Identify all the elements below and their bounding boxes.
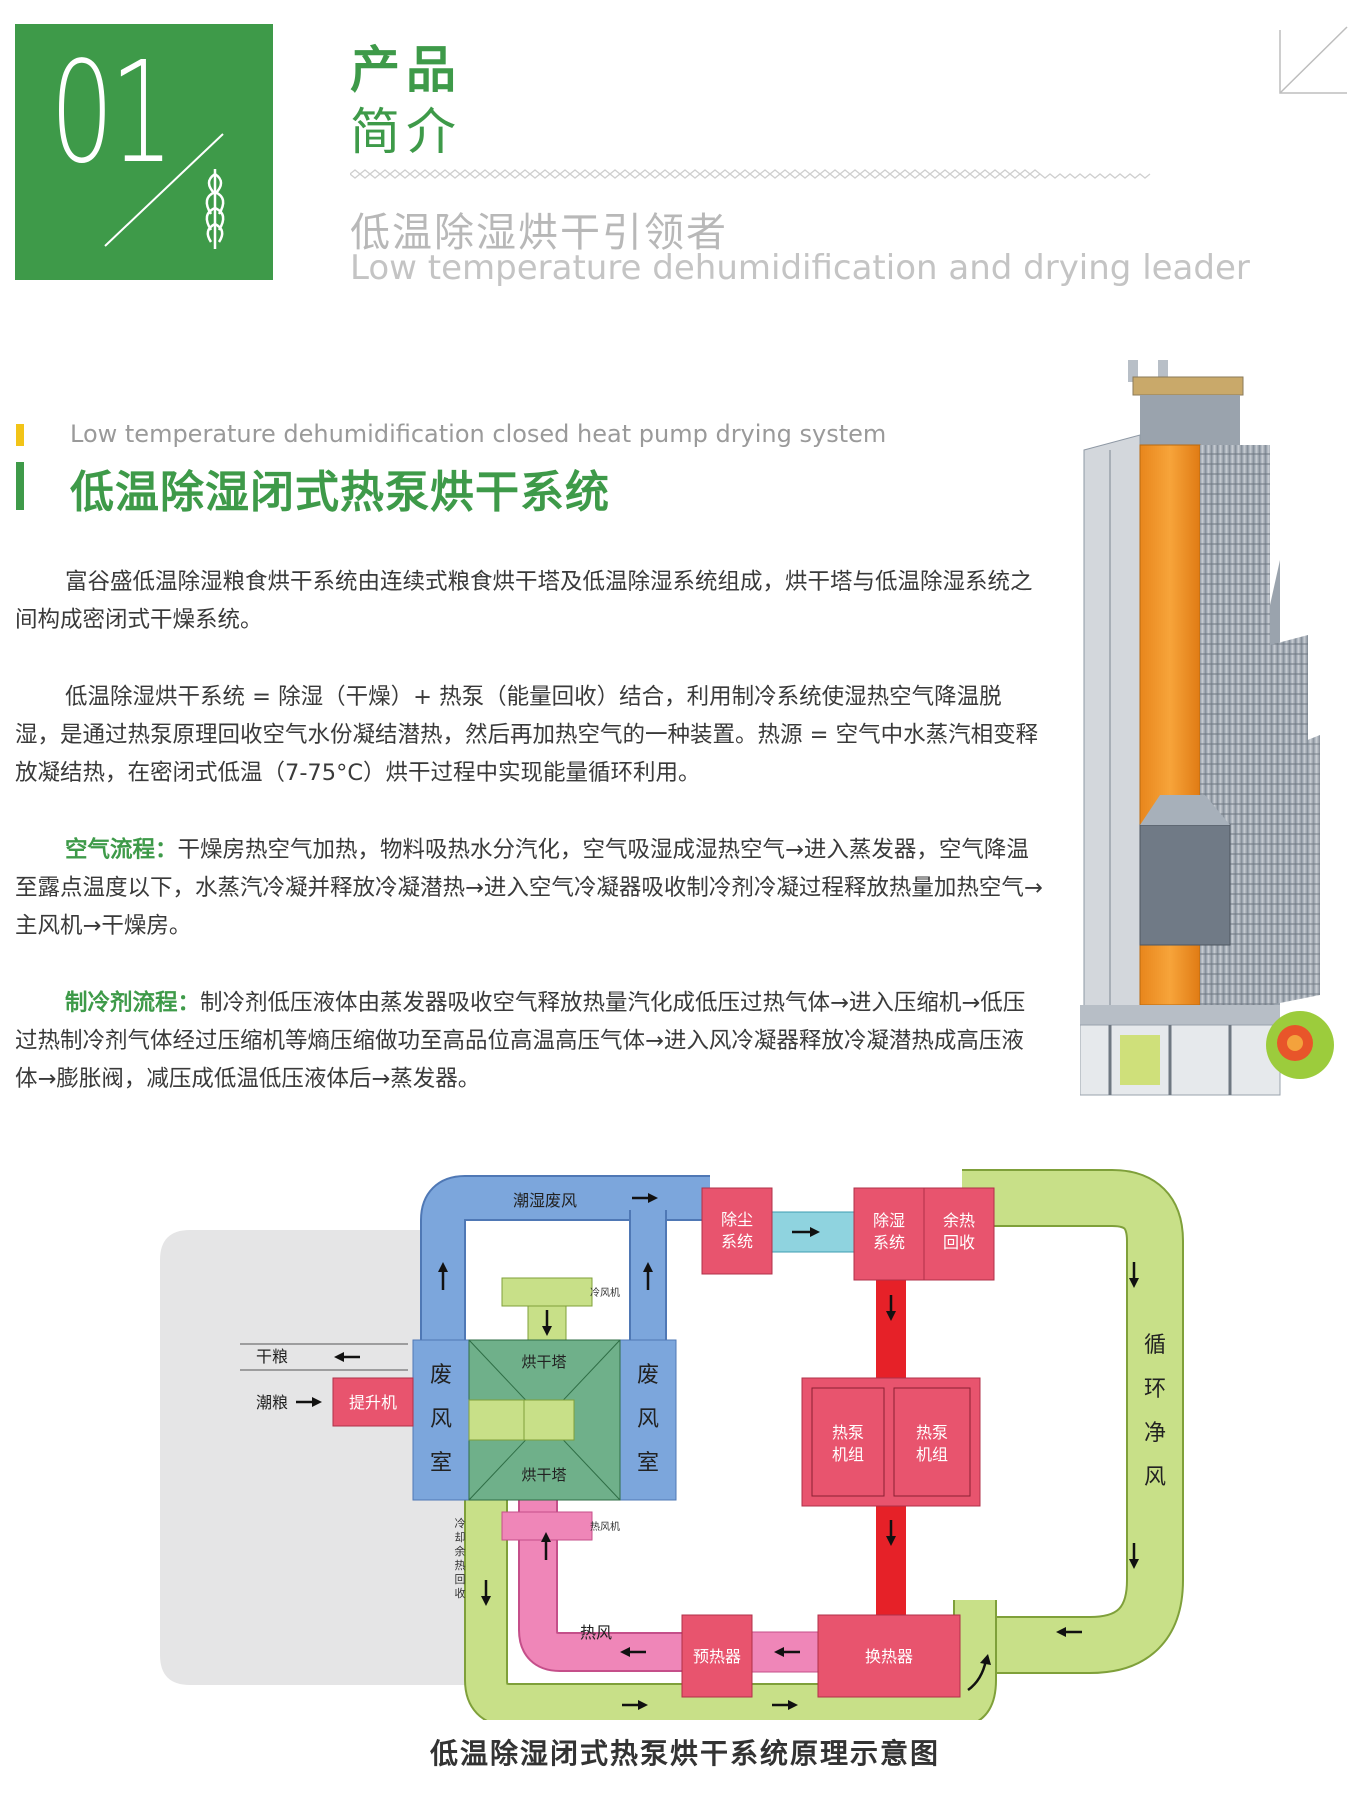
svg-text:室: 室 bbox=[430, 1451, 452, 1476]
cold-fan bbox=[501, 1277, 593, 1307]
svg-text:除尘: 除尘 bbox=[721, 1210, 753, 1229]
svg-text:热: 热 bbox=[455, 1559, 466, 1572]
dry-grain-label: 干粮 bbox=[256, 1347, 288, 1366]
principle-text: 低温除湿烘干系统 = 除湿（干燥）+ 热泵（能量回收）结合，利用制冷系统使湿热空… bbox=[15, 684, 1039, 786]
wet-grain-label: 潮粮 bbox=[256, 1393, 288, 1412]
recirculation-duct bbox=[960, 1171, 1182, 1672]
heat-pump-unit-a bbox=[811, 1387, 885, 1497]
hot-air-duct bbox=[520, 1470, 690, 1670]
decorative-wave-line bbox=[350, 169, 1151, 179]
svg-text:预热器: 预热器 bbox=[693, 1647, 741, 1666]
svg-text:余热: 余热 bbox=[943, 1211, 975, 1230]
svg-text:风: 风 bbox=[637, 1407, 659, 1432]
svg-text:热泵: 热泵 bbox=[916, 1423, 948, 1442]
svg-text:室: 室 bbox=[637, 1451, 659, 1476]
chapter-title-line1: 产品 bbox=[350, 41, 462, 99]
waste-heat-recovery bbox=[923, 1187, 995, 1281]
dust-removal-system bbox=[701, 1187, 773, 1275]
refrigerant-flow-paragraph: 制冷剂流程：制冷剂低压液体由蒸发器吸收空气释放热量汽化成低压过热气体→进入压缩机… bbox=[15, 984, 1045, 1098]
air-flow-text: 干燥房热空气加热，物料吸热水分汽化，空气吸湿成湿热空气→进入蒸发器，空气降温至露… bbox=[15, 837, 1043, 939]
svg-text:提升机: 提升机 bbox=[349, 1393, 397, 1412]
svg-text:回收: 回收 bbox=[943, 1233, 975, 1252]
svg-text:余: 余 bbox=[455, 1544, 466, 1558]
svg-text:废: 废 bbox=[637, 1363, 659, 1388]
air-flow-paragraph: 空气流程：干燥房热空气加热，物料吸热水分汽化，空气吸湿成湿热空气→进入蒸发器，空… bbox=[15, 831, 1045, 945]
refrigerant-flow-label: 制冷剂流程： bbox=[65, 990, 201, 1016]
intro-paragraph: 富谷盛低温除湿粮食烘干系统由连续式粮食烘干塔及低温除湿系统组成，烘干塔与低温除湿… bbox=[15, 563, 1045, 639]
tagline-english: Low temperature dehumidification and dry… bbox=[350, 248, 1250, 288]
svg-text:除湿: 除湿 bbox=[873, 1211, 905, 1230]
section-title: 低温除湿闭式热泵烘干系统 bbox=[70, 467, 610, 518]
svg-text:冷: 冷 bbox=[455, 1517, 466, 1530]
humid-exhaust-duct bbox=[422, 1177, 710, 1340]
dryer-tower-illustration bbox=[1080, 360, 1334, 1096]
chapter-number-box bbox=[15, 24, 273, 280]
accent-bar-yellow bbox=[16, 424, 24, 446]
flow-arrows bbox=[296, 1193, 1139, 1710]
svg-text:循: 循 bbox=[1144, 1333, 1166, 1358]
wheat-icon bbox=[104, 133, 225, 249]
hot-air-label: 热风 bbox=[580, 1623, 612, 1642]
hot-fan-label: 热风机 bbox=[590, 1520, 620, 1533]
heat-exchanger bbox=[817, 1614, 961, 1698]
refrigerant-flow-text: 制冷剂低压液体由蒸发器吸收空气释放热量汽化成低压过热气体→进入压缩机→低压过热制… bbox=[15, 990, 1026, 1092]
dryer-tower-label-top: 烘干塔 bbox=[521, 1353, 566, 1371]
svg-text:回: 回 bbox=[455, 1573, 466, 1586]
accent-bar-green bbox=[16, 462, 24, 510]
heat-pump-unit-b bbox=[893, 1387, 971, 1497]
dryer-tower-label-bottom: 烘干塔 bbox=[521, 1466, 566, 1484]
cooling-recovery-label: 冷 却 余 热 回 收 bbox=[455, 1517, 466, 1600]
svg-text:机组: 机组 bbox=[832, 1445, 864, 1464]
elevator bbox=[332, 1377, 414, 1427]
chapter-number: 01 bbox=[50, 32, 174, 195]
svg-text:系统: 系统 bbox=[873, 1233, 905, 1252]
corner-arrow-icon bbox=[1279, 26, 1348, 94]
tagline-chinese: 低温除湿烘干引领者 bbox=[350, 210, 728, 256]
diagram-caption: 低温除湿闭式热泵烘干系统原理示意图 bbox=[429, 1737, 940, 1770]
svg-text:却: 却 bbox=[455, 1531, 466, 1544]
air-flow-label: 空气流程： bbox=[65, 837, 178, 863]
svg-text:风: 风 bbox=[1144, 1465, 1166, 1490]
svg-text:热泵: 热泵 bbox=[832, 1423, 864, 1442]
cold-fan-label: 冷风机 bbox=[590, 1286, 620, 1299]
section-subtitle-english: Low temperature dehumidification closed … bbox=[70, 420, 887, 448]
svg-text:风: 风 bbox=[430, 1407, 452, 1432]
svg-text:系统: 系统 bbox=[721, 1232, 753, 1251]
preheater bbox=[681, 1614, 753, 1698]
svg-text:净: 净 bbox=[1144, 1421, 1166, 1446]
dehumidification-system bbox=[853, 1187, 925, 1281]
svg-text:废: 废 bbox=[430, 1363, 452, 1388]
principle-paragraph: 低温除湿烘干系统 = 除湿（干燥）+ 热泵（能量回收）结合，利用制冷系统使湿热空… bbox=[15, 678, 1045, 792]
chapter-title-line2: 简介 bbox=[350, 103, 462, 161]
humid-exhaust-label: 潮湿废风 bbox=[513, 1191, 577, 1210]
svg-text:换热器: 换热器 bbox=[865, 1647, 913, 1666]
cooling-recovery-duct bbox=[466, 1500, 995, 1720]
svg-text:机组: 机组 bbox=[916, 1445, 948, 1464]
recirculation-label: 循 环 净 风 bbox=[1144, 1333, 1166, 1490]
svg-text:环: 环 bbox=[1144, 1377, 1166, 1402]
svg-text:收: 收 bbox=[455, 1586, 466, 1600]
system-schematic-diagram: 冷风机 热风机 废 风 室 废 风 室 烘干塔 烘干塔 除尘 系统 除湿 系统 … bbox=[160, 1169, 1184, 1720]
intro-text: 富谷盛低温除湿粮食烘干系统由连续式粮食烘干塔及低温除湿系统组成，烘干塔与低温除湿… bbox=[15, 569, 1033, 633]
